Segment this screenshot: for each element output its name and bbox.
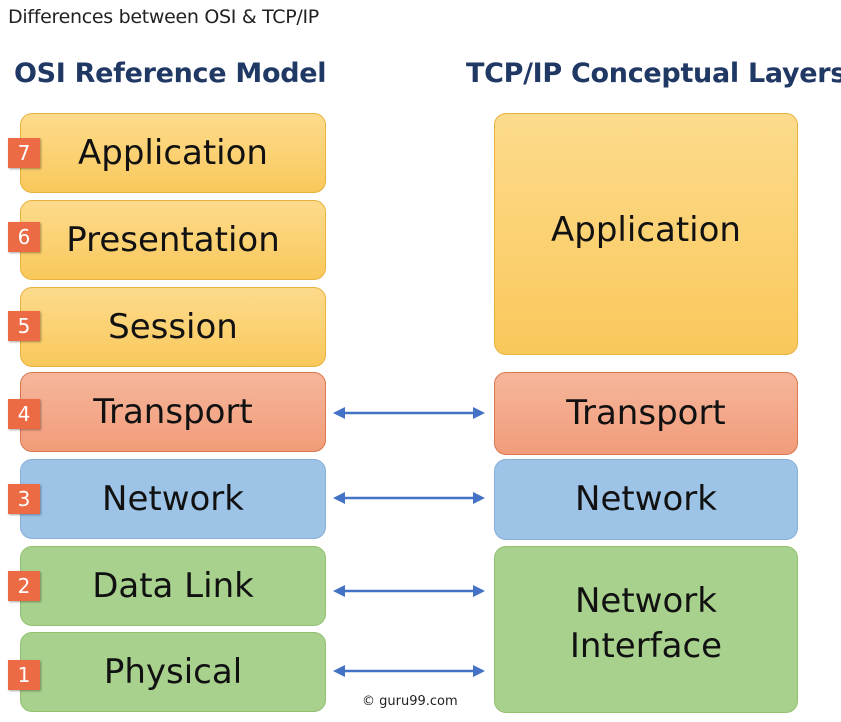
osi-layer-label: Presentation	[66, 219, 280, 260]
page-title: Differences between OSI & TCP/IP	[8, 6, 319, 28]
layer-number-badge: 2	[8, 571, 40, 601]
layer-number-badge: 1	[8, 660, 40, 690]
layer-number-badge: 5	[8, 311, 40, 341]
physical-mapping-arrow	[333, 665, 485, 677]
copyright-notice: © guru99.com	[362, 694, 458, 709]
tcpip-layer-network: Network	[494, 459, 798, 540]
layer-number-badge: 4	[8, 399, 40, 429]
tcpip-layer-label: Network Interface	[569, 581, 723, 666]
osi-layer-label: Transport	[93, 391, 253, 432]
osi-layer-network: Network	[20, 459, 326, 539]
layer-number-badge: 6	[8, 222, 40, 252]
transport-mapping-arrow	[333, 407, 485, 419]
osi-layer-label: Application	[78, 132, 268, 173]
osi-layer-session: Session	[20, 287, 326, 367]
osi-layer-data-link: Data Link	[20, 546, 326, 626]
tcpip-layer-network-interface: Network Interface	[494, 546, 798, 713]
data-link-mapping-arrow	[333, 585, 485, 597]
osi-layer-application: Application	[20, 113, 326, 193]
tcpip-layer-transport: Transport	[494, 372, 798, 455]
osi-layer-label: Physical	[103, 651, 243, 692]
layer-number-badge: 7	[8, 138, 40, 168]
osi-layer-label: Network	[102, 478, 244, 519]
tcpip-layer-application: Application	[494, 113, 798, 355]
osi-layer-label: Session	[108, 306, 238, 347]
tcpip-layer-label: Transport	[566, 393, 726, 434]
tcpip-layer-label: Network	[575, 479, 717, 520]
osi-heading: OSI Reference Model	[14, 58, 327, 89]
osi-layer-presentation: Presentation	[20, 200, 326, 280]
osi-layer-physical: Physical	[20, 632, 326, 712]
osi-layer-transport: Transport	[20, 372, 326, 452]
network-mapping-arrow	[333, 492, 485, 504]
layer-number-badge: 3	[8, 484, 40, 514]
tcpip-heading: TCP/IP Conceptual Layers	[466, 58, 841, 89]
osi-layer-label: Data Link	[92, 565, 254, 606]
tcpip-layer-label: Application	[551, 209, 741, 250]
